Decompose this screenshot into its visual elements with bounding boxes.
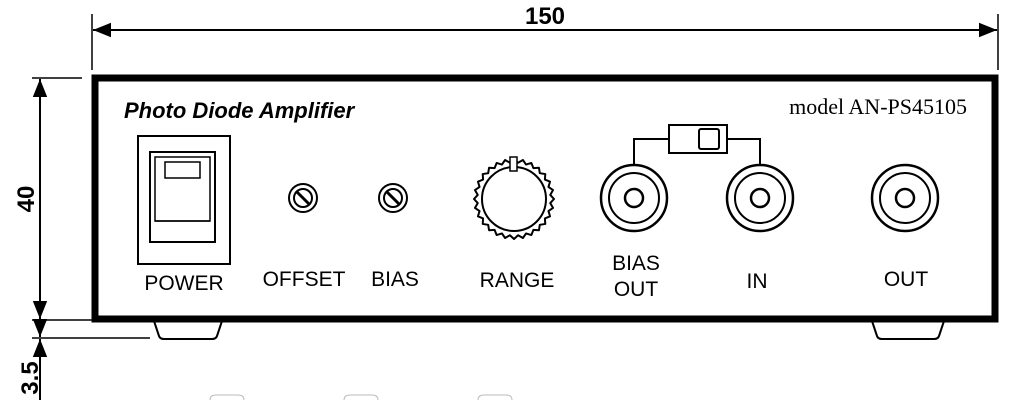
- bias-label: BIAS: [371, 268, 419, 291]
- bias-trimmer[interactable]: [378, 183, 408, 213]
- in-connector[interactable]: [725, 163, 795, 233]
- model-number: model AN-PS45105: [789, 94, 967, 119]
- width-dimension-label: 150: [525, 3, 565, 30]
- bias-out-label-line1: BIAS: [612, 252, 660, 275]
- foot-height-dimension-label: 3.5: [17, 361, 44, 394]
- in-label: IN: [747, 270, 768, 293]
- offset-trimmer[interactable]: [288, 183, 318, 213]
- out-connector[interactable]: [870, 163, 940, 233]
- range-label: RANGE: [480, 269, 555, 292]
- bias-out-label-line2: OUT: [614, 278, 659, 301]
- range-knob[interactable]: [473, 156, 555, 240]
- power-label: POWER: [144, 272, 223, 295]
- height-dimension-label: 40: [13, 186, 40, 213]
- power-switch[interactable]: [137, 135, 231, 265]
- background-arcs: [209, 394, 513, 400]
- offset-label: OFFSET: [263, 268, 346, 291]
- foot-height-dimension: 3.5: [17, 319, 150, 400]
- left-foot: [153, 320, 223, 340]
- bias-out-connector[interactable]: [599, 163, 669, 233]
- bias-jumper: [633, 124, 761, 166]
- panel-title: Photo Diode Amplifier: [124, 98, 356, 123]
- out-label: OUT: [884, 268, 929, 291]
- right-foot: [871, 320, 945, 340]
- height-dimension: 40: [13, 77, 92, 321]
- width-dimension: 150: [91, 3, 999, 70]
